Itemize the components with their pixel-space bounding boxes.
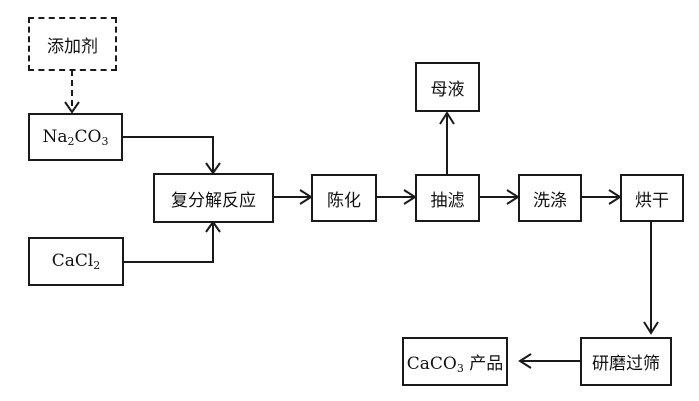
node-na2co3: Na2CO3	[28, 113, 123, 161]
node-mother-liquor-label: 母液	[430, 79, 465, 100]
node-washing-label: 洗涤	[533, 190, 567, 211]
node-cacl2: CaCl2	[28, 237, 124, 286]
arrowhead-mother-liquor	[439, 111, 455, 125]
node-aging-label: 陈化	[327, 190, 361, 211]
edge-cacl2-reaction	[123, 222, 214, 263]
node-drying-label: 烘干	[635, 190, 669, 211]
node-additive: 添加剂	[28, 17, 117, 71]
node-cacl2-label: CaCl2	[51, 251, 101, 272]
node-mother-liquor: 母液	[415, 62, 480, 112]
node-grinding: 研磨过筛	[580, 337, 672, 386]
node-washing: 洗涤	[518, 174, 582, 222]
arrowhead-grinding	[643, 321, 659, 335]
arrowhead-na2co3	[64, 101, 80, 114]
node-reaction-label: 复分解反应	[171, 190, 256, 211]
arrowhead-product	[518, 353, 532, 369]
node-reaction: 复分解反应	[153, 173, 274, 223]
node-product: CaCO3 产品	[402, 337, 508, 386]
node-filtration-label: 抽滤	[430, 190, 465, 211]
node-drying: 烘干	[620, 174, 684, 222]
edge-na2co3-reaction	[122, 136, 214, 173]
node-aging: 陈化	[311, 174, 377, 222]
node-na2co3-label: Na2CO3	[42, 126, 109, 148]
node-grinding-label: 研磨过筛	[592, 354, 660, 374]
node-product-label: CaCO3 产品	[406, 353, 504, 375]
node-additive-label: 添加剂	[47, 36, 98, 57]
node-filtration: 抽滤	[415, 174, 480, 222]
